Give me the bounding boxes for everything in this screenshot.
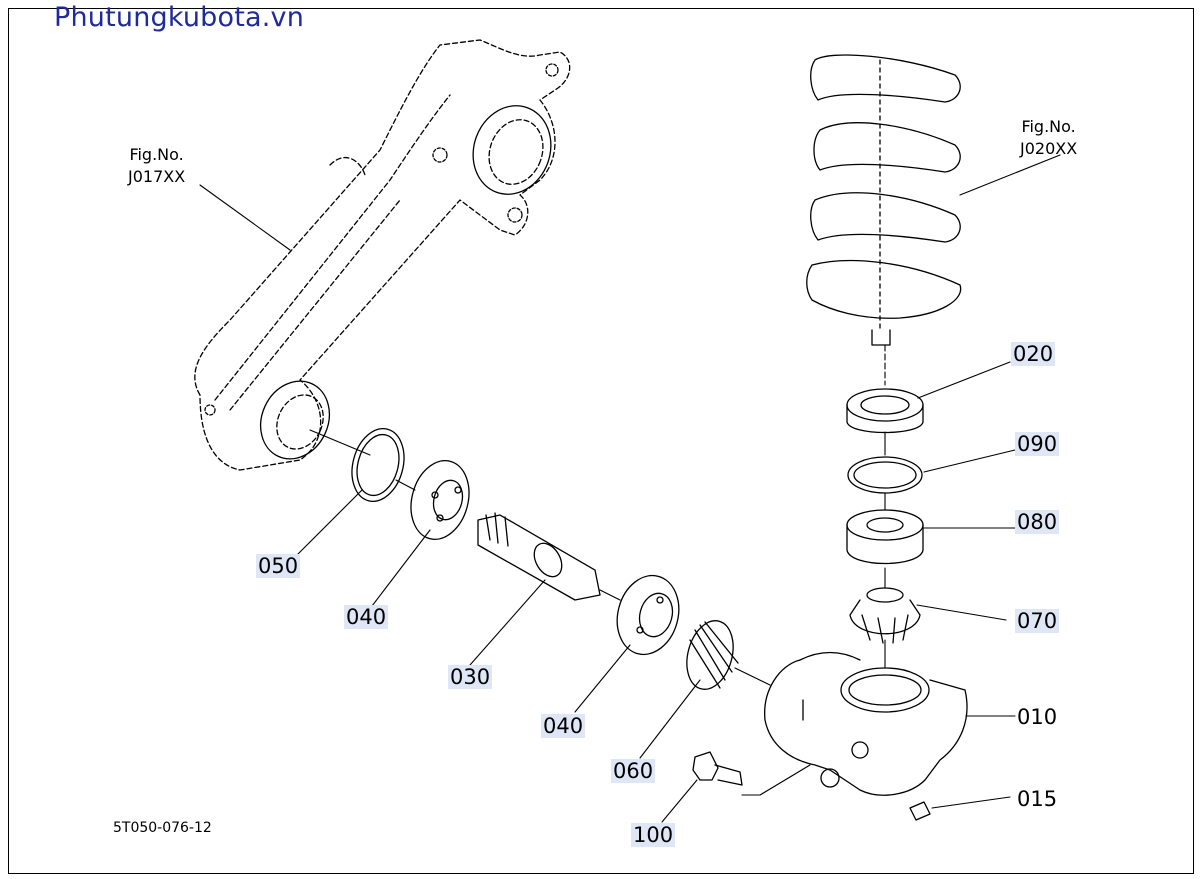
- part-040-ball-bearing-lower: [616, 574, 680, 656]
- callout-100[interactable]: 100: [631, 823, 676, 847]
- part-100-grease-fitting: [692, 751, 743, 786]
- fig-ref-left-line1: Fig.No.: [129, 145, 184, 164]
- callout-040-lower[interactable]: 040: [541, 714, 586, 738]
- callout-015[interactable]: 015: [1017, 787, 1058, 811]
- fig-ref-right-line2: J020XX: [1020, 139, 1078, 158]
- part-030-shaft: [477, 512, 601, 601]
- part-080-ball-bearing: [846, 509, 924, 565]
- leader-lines: [199, 154, 1061, 823]
- part-060-bevel-gear: [686, 620, 739, 690]
- fig-ref-right: Fig.No. J020XX: [1020, 116, 1077, 160]
- callout-090[interactable]: 090: [1015, 432, 1060, 456]
- callout-040-upper[interactable]: 040: [344, 605, 389, 629]
- part-070-bevel-gear: [849, 587, 921, 644]
- part-015-plug: [909, 801, 931, 821]
- callout-070[interactable]: 070: [1015, 609, 1060, 633]
- part-040-ball-bearing-upper: [410, 460, 470, 540]
- callout-030[interactable]: 030: [448, 665, 493, 689]
- document-number: 5T050-076-12: [113, 820, 212, 836]
- callout-080[interactable]: 080: [1015, 510, 1060, 534]
- fig-ref-left-line2: J017XX: [128, 167, 186, 186]
- gear-case-housing: [194, 39, 571, 471]
- part-090-snap-ring: [847, 456, 923, 494]
- fig-ref-left: Fig.No. J017XX: [128, 144, 185, 188]
- part-020-oil-seal: [846, 388, 924, 434]
- callout-060[interactable]: 060: [611, 759, 656, 783]
- drawing-frame: [8, 8, 1194, 874]
- callout-010[interactable]: 010: [1017, 705, 1058, 729]
- part-050-snap-ring: [351, 428, 405, 502]
- auger-flights: [806, 54, 962, 346]
- watermark-text: Phutungkubota.vn: [54, 2, 305, 33]
- callout-050[interactable]: 050: [256, 554, 301, 578]
- gear-case-bores: [204, 63, 559, 460]
- callout-020[interactable]: 020: [1011, 342, 1056, 366]
- fig-ref-right-line1: Fig.No.: [1021, 117, 1076, 136]
